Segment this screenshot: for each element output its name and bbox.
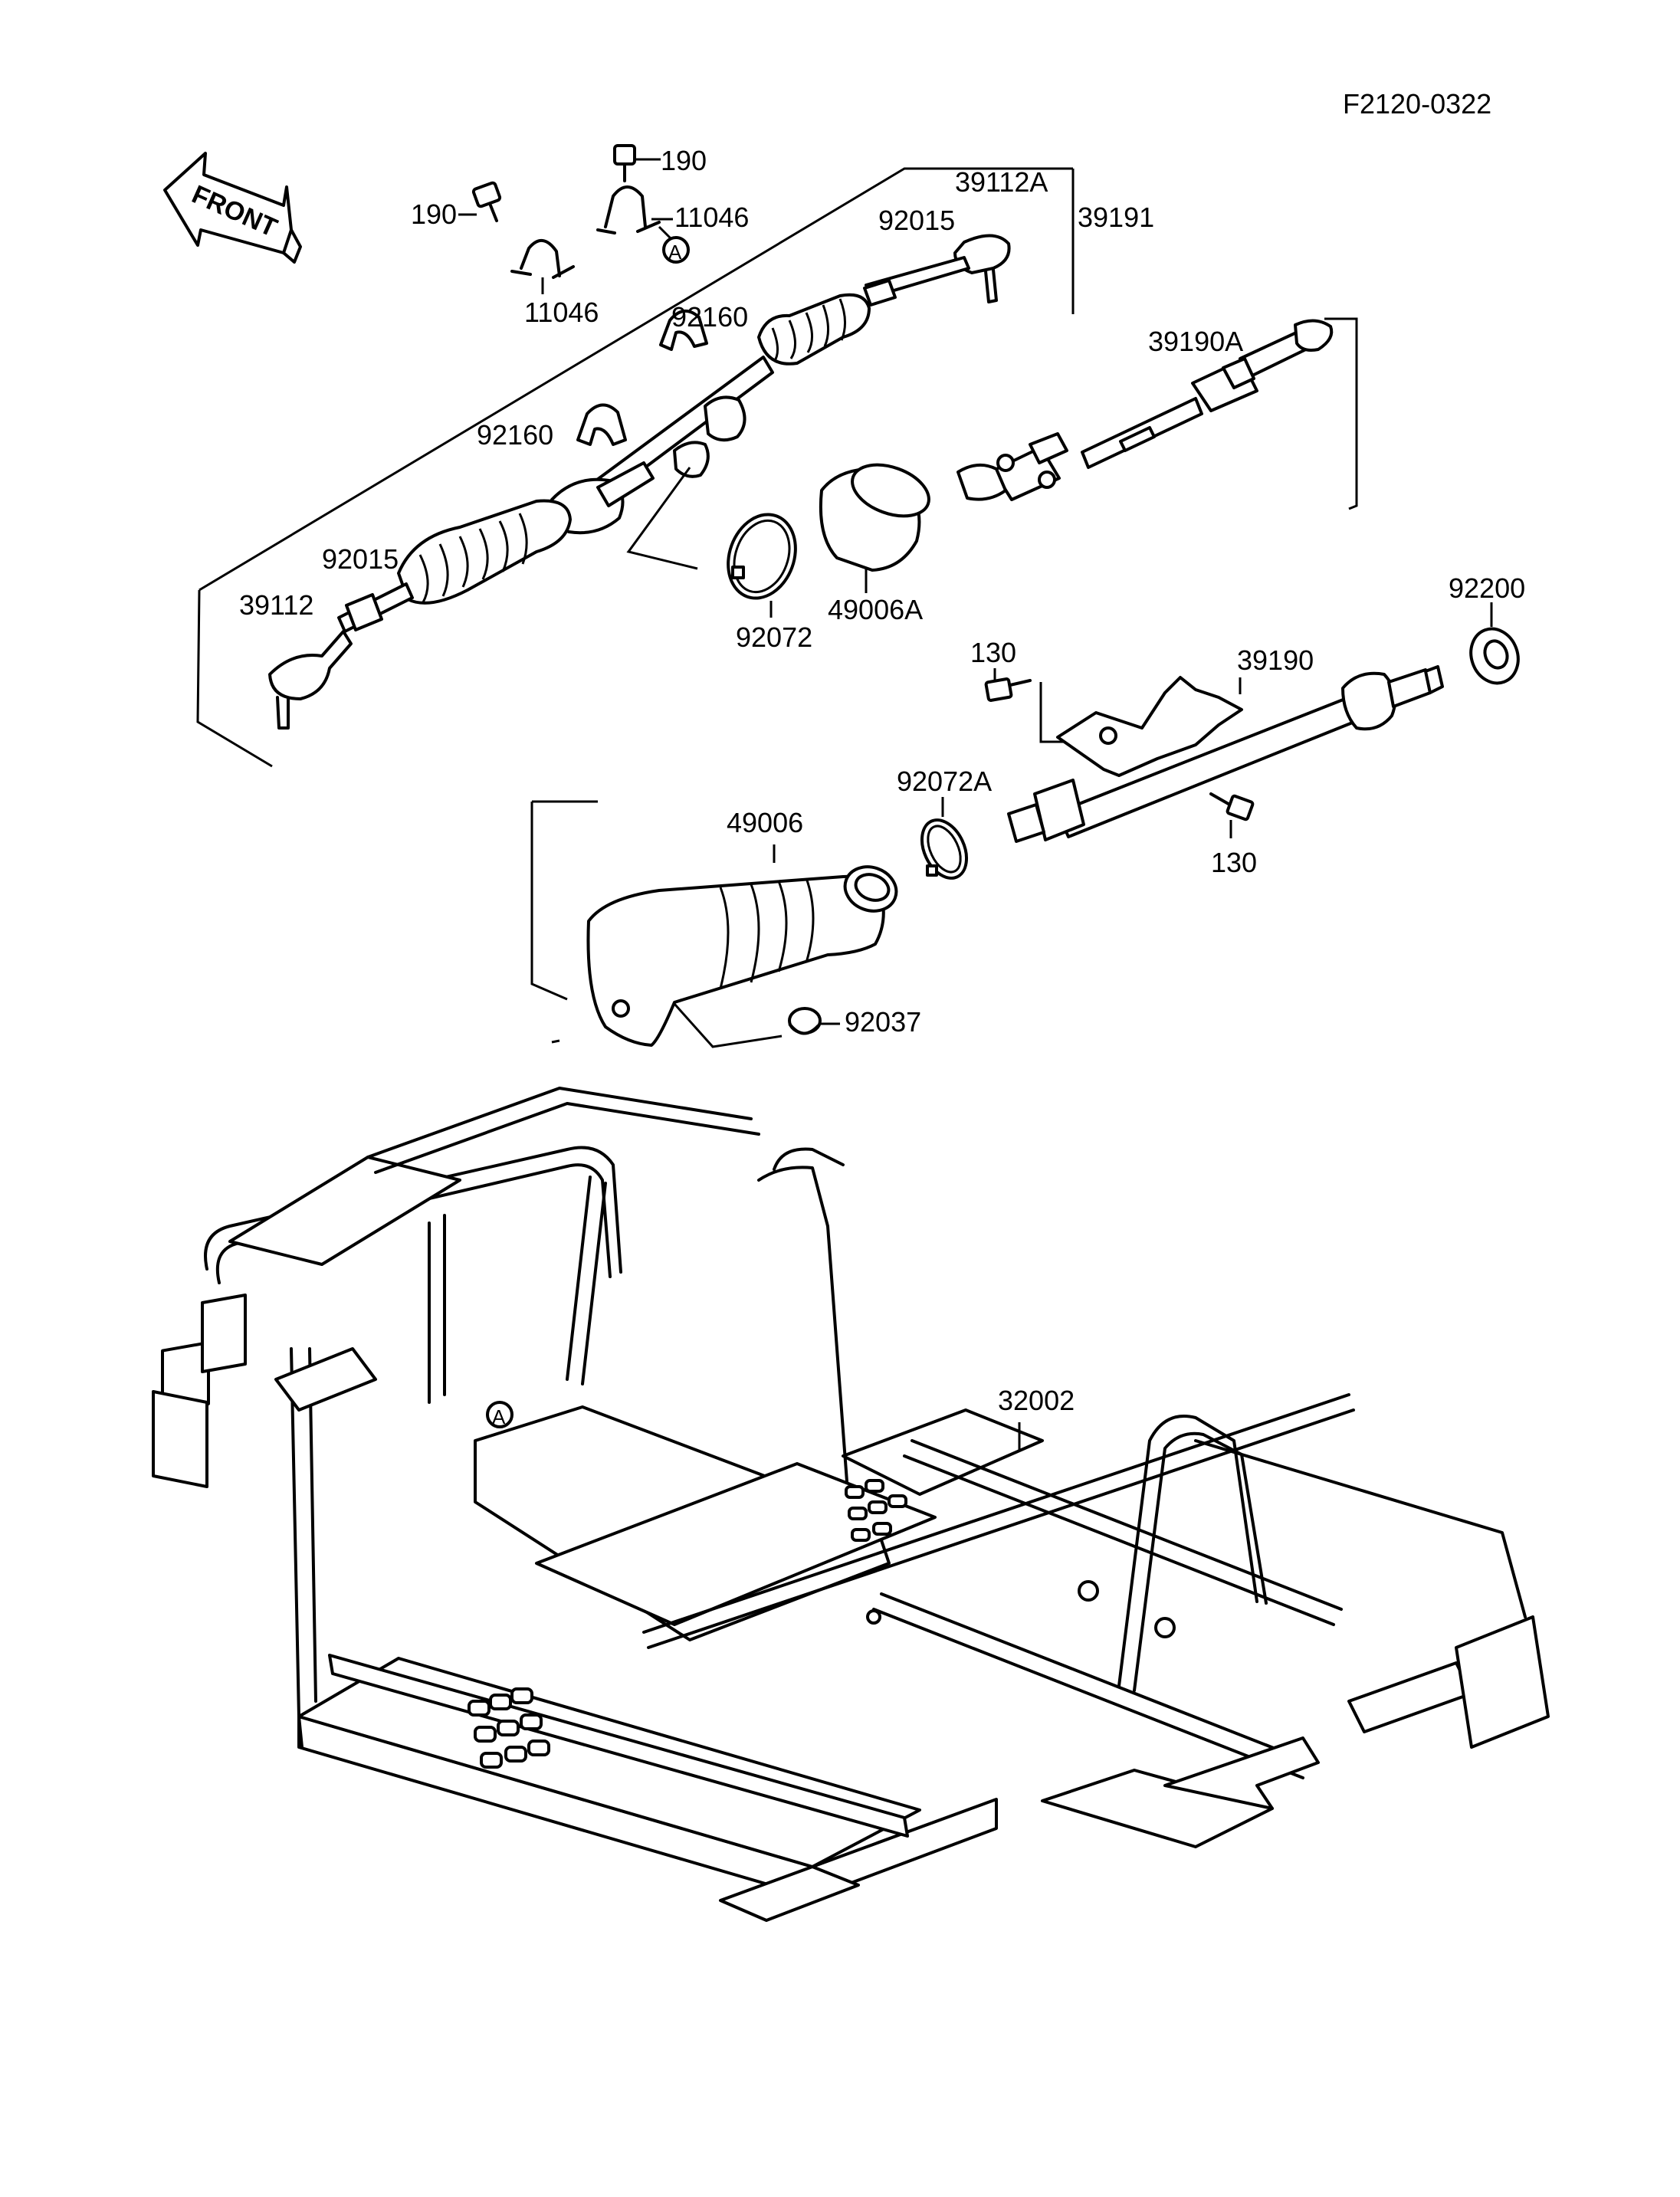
callout-a-frame-label: A [492, 1405, 506, 1428]
label-92072[interactable]: 92072 [736, 621, 812, 653]
callout-a-upper-label: A [668, 241, 682, 264]
clamp-92072[interactable] [717, 505, 806, 618]
diagram-code: F2120-0322 [1343, 88, 1491, 120]
washer-92200[interactable] [1463, 602, 1525, 690]
label-39191[interactable]: 39191 [1078, 202, 1154, 233]
label-39112[interactable]: 39112 [239, 589, 313, 621]
label-92015-left[interactable]: 92015 [322, 543, 399, 575]
front-arrow-label: FRONT [188, 180, 282, 243]
bolt-130-upper[interactable] [984, 668, 1067, 743]
label-92200[interactable]: 92200 [1449, 572, 1525, 604]
label-32002[interactable]: 32002 [998, 1385, 1075, 1416]
label-49006A[interactable]: 49006A [828, 594, 923, 625]
label-92037[interactable]: 92037 [845, 1006, 921, 1038]
label-39190[interactable]: 39190 [1237, 644, 1314, 676]
callout-a-upper: A [658, 225, 690, 264]
label-39190A[interactable]: 39190A [1148, 326, 1243, 357]
front-arrow-icon: FRONT [163, 152, 302, 264]
label-190-upper[interactable]: 190 [661, 145, 707, 176]
label-190-left[interactable]: 190 [411, 198, 457, 230]
frame-32002[interactable]: A [152, 1087, 1550, 1922]
label-49006[interactable]: 49006 [727, 807, 803, 838]
joint-39190A[interactable] [956, 317, 1358, 510]
clamp-92072A[interactable] [914, 797, 976, 885]
boot-49006[interactable] [530, 800, 903, 1048]
label-92160-upper[interactable]: 92160 [671, 301, 748, 333]
label-92015-right[interactable]: 92015 [878, 205, 955, 236]
bolt-130-lower[interactable] [1209, 792, 1255, 838]
boot-49006A[interactable] [819, 455, 936, 593]
label-11046-right[interactable]: 11046 [674, 202, 749, 233]
steering-shaft-39190[interactable] [1007, 665, 1444, 843]
rack-assembly-outline [196, 167, 1075, 768]
label-130-lower[interactable]: 130 [1211, 847, 1257, 878]
label-130-upper[interactable]: 130 [970, 637, 1016, 668]
bolt-190-left[interactable] [458, 181, 502, 222]
label-92160-lower[interactable]: 92160 [477, 419, 553, 451]
label-11046-left[interactable]: 11046 [524, 297, 599, 328]
bracket-11046-right[interactable] [596, 185, 673, 234]
steering-rack[interactable] [268, 234, 1011, 730]
plug-92037[interactable] [788, 1007, 840, 1035]
label-39112A[interactable]: 39112A [955, 166, 1048, 198]
bracket-11046-left[interactable] [510, 239, 575, 294]
bushing-92160-lower[interactable] [576, 403, 627, 446]
label-92072A[interactable]: 92072A [897, 766, 992, 797]
bolt-190-upper[interactable] [613, 144, 661, 182]
bushing-92160-upper[interactable] [659, 310, 708, 351]
